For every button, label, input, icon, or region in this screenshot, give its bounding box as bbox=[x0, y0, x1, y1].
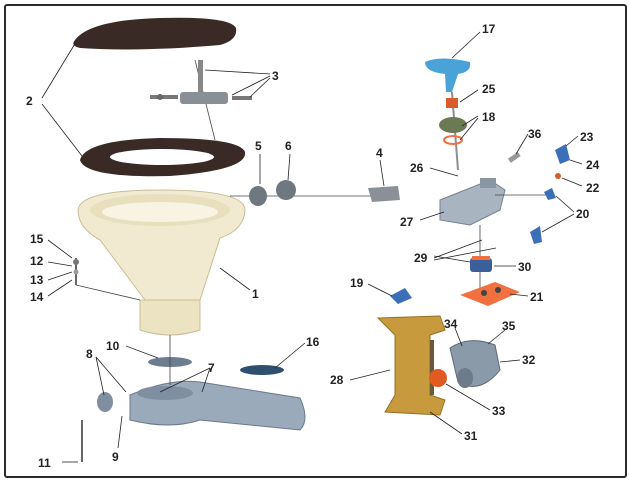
inlet-fittings bbox=[230, 180, 400, 206]
toilet-seat-ring bbox=[80, 138, 246, 177]
part-label-33: 33 bbox=[492, 404, 506, 418]
part-label-17: 17 bbox=[482, 22, 496, 36]
part-label-10: 10 bbox=[106, 339, 120, 353]
outlet-parts bbox=[429, 340, 501, 388]
gaskets bbox=[390, 282, 520, 306]
piston-rod bbox=[439, 91, 467, 171]
part-label-14: 14 bbox=[30, 290, 44, 304]
part-label-3: 3 bbox=[272, 69, 279, 83]
part-label-13: 13 bbox=[30, 273, 44, 287]
part-label-23: 23 bbox=[580, 130, 594, 144]
part-label-7: 7 bbox=[208, 361, 215, 375]
pump-cylinder bbox=[376, 315, 446, 416]
part-label-19: 19 bbox=[350, 276, 364, 290]
part-label-34: 34 bbox=[444, 317, 458, 331]
part-label-4: 4 bbox=[376, 146, 383, 160]
toilet-bowl bbox=[77, 189, 246, 336]
part-label-26: 26 bbox=[410, 161, 424, 175]
hinge-assembly bbox=[150, 59, 252, 141]
valve-body bbox=[439, 178, 550, 226]
pump-handle bbox=[425, 58, 471, 92]
part-label-11: 11 bbox=[38, 456, 51, 470]
part-label-28: 28 bbox=[330, 373, 344, 387]
part-label-2: 2 bbox=[26, 94, 33, 108]
small-valve-parts bbox=[507, 144, 570, 244]
part-label-31: 31 bbox=[464, 429, 478, 443]
part-label-6: 6 bbox=[285, 139, 292, 153]
diaphragm-stack bbox=[470, 225, 492, 300]
part-labels: 2 3 5 6 4 1 15 12 13 14 10 8 7 16 9 11 1… bbox=[26, 22, 600, 470]
part-label-9: 9 bbox=[112, 450, 119, 464]
bolt-set-left bbox=[73, 258, 141, 301]
part-label-8: 8 bbox=[86, 347, 93, 361]
part-label-29: 29 bbox=[414, 251, 428, 265]
part-label-27: 27 bbox=[400, 215, 414, 229]
part-label-12: 12 bbox=[30, 254, 44, 268]
pump-base bbox=[81, 335, 306, 462]
part-label-36: 36 bbox=[528, 127, 542, 141]
part-label-21: 21 bbox=[530, 290, 544, 304]
part-label-32: 32 bbox=[522, 353, 536, 367]
part-label-5: 5 bbox=[255, 139, 262, 153]
part-label-18: 18 bbox=[482, 110, 496, 124]
part-label-24: 24 bbox=[586, 158, 600, 172]
part-label-25: 25 bbox=[482, 82, 496, 96]
part-label-22: 22 bbox=[586, 181, 600, 195]
part-label-35: 35 bbox=[502, 319, 516, 333]
part-label-15: 15 bbox=[30, 232, 44, 246]
part-label-1: 1 bbox=[252, 287, 259, 301]
toilet-lid bbox=[73, 17, 237, 50]
leader-lines bbox=[41, 31, 583, 463]
part-label-30: 30 bbox=[518, 260, 532, 274]
part-label-20: 20 bbox=[576, 207, 590, 221]
part-label-16: 16 bbox=[306, 335, 320, 349]
